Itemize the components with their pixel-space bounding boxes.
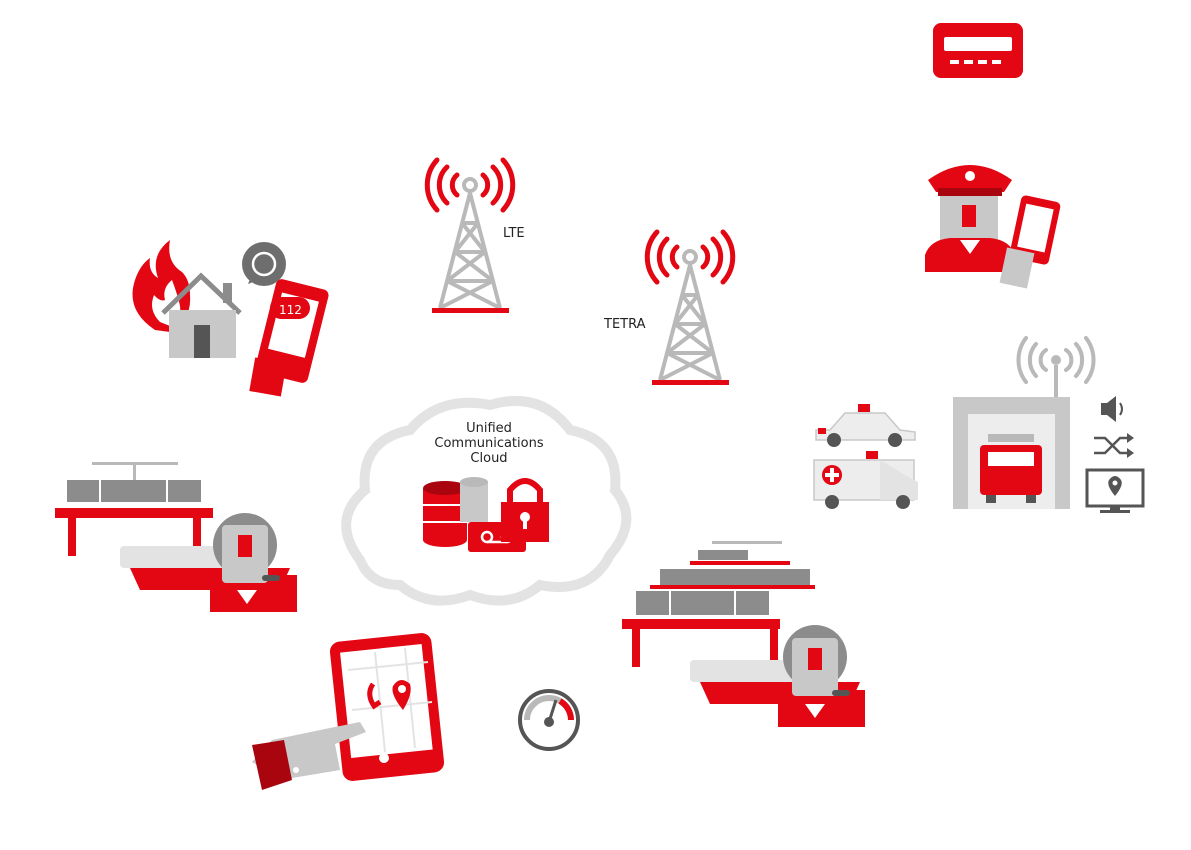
dispatcher-icon: [55, 462, 297, 612]
smartphone-icon: [249, 279, 329, 397]
cloud-label: Unified Communications Cloud: [419, 421, 559, 466]
map-monitor-icon: [1085, 468, 1145, 513]
cloud-label-line: Communications: [434, 436, 544, 451]
police-officer-icon: [925, 165, 1061, 289]
cloud-icon: [341, 395, 632, 606]
database-icon: [423, 477, 488, 547]
emergency-number-label: 112: [279, 303, 302, 317]
speaker-icon: [1101, 396, 1123, 422]
ambulance-icon: [813, 451, 918, 509]
police-car-icon: [815, 404, 916, 447]
cloud-label-line: Unified: [466, 421, 512, 436]
tetra-label: TETRA: [604, 317, 646, 332]
gauge-icon: [518, 689, 580, 751]
whatsapp-icon: [242, 242, 286, 286]
lte-tower-icon: [424, 157, 516, 313]
cloud-label-line: Cloud: [470, 451, 508, 466]
house-icon: [161, 272, 242, 358]
pager-icon: [933, 23, 1023, 78]
tablet-map-icon: [252, 633, 445, 790]
lock-icon: [501, 478, 549, 542]
tetra-tower-icon: [644, 229, 736, 385]
shuffle-icon: [1094, 433, 1134, 458]
dispatcher-icon: [622, 541, 865, 727]
fire-station-icon: [953, 336, 1096, 509]
lte-label: LTE: [503, 226, 525, 241]
